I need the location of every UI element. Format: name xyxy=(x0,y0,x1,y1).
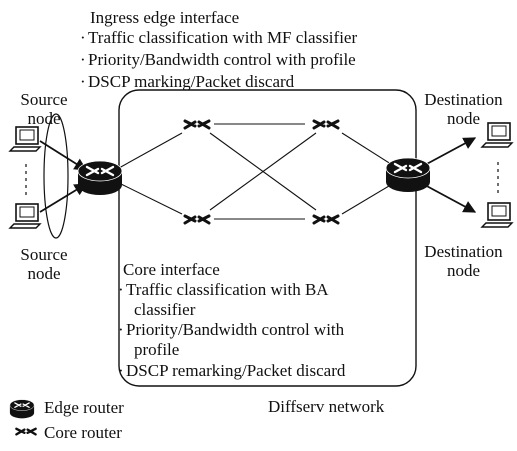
network-boundary xyxy=(118,89,417,387)
core-router-bottom-left-icon xyxy=(183,214,211,225)
core-item-continued: classifier xyxy=(134,300,196,319)
core-item: ·DSCP remarking/Packet discard xyxy=(118,361,346,380)
egress-edge-router-icon xyxy=(384,156,432,194)
core-title: Core interface xyxy=(123,260,220,279)
legend-core-router-label: Core router xyxy=(44,423,122,442)
source-node-top-icon xyxy=(9,126,41,152)
core-item: ·Traffic classification with BA xyxy=(118,280,329,299)
source-group-ellipse xyxy=(43,113,69,239)
ingress-item: ·Priority/Bandwidth control with profile xyxy=(80,50,356,69)
legend-edge-router-icon xyxy=(9,398,35,420)
ingress-title: Ingress edge interface xyxy=(90,8,240,27)
legend-edge-router-label: Edge router xyxy=(44,398,124,417)
destination-node-bottom-icon xyxy=(481,202,513,228)
core-item: ·Priority/Bandwidth control with xyxy=(118,320,345,339)
ingress-item: ·DSCP marking/Packet discard xyxy=(80,72,295,91)
ingress-edge-router-icon xyxy=(76,159,124,197)
legend-core-router-icon xyxy=(15,427,37,436)
core-router-top-right-icon xyxy=(312,119,340,130)
core-router-bottom-right-icon xyxy=(312,214,340,225)
ingress-item: ·Traffic classification with MF classifi… xyxy=(80,28,358,47)
network-label: Diffserv network xyxy=(268,397,385,416)
source-node-bottom-icon xyxy=(9,203,41,229)
core-item-continued: profile xyxy=(134,340,180,359)
core-router-top-left-icon xyxy=(183,119,211,130)
